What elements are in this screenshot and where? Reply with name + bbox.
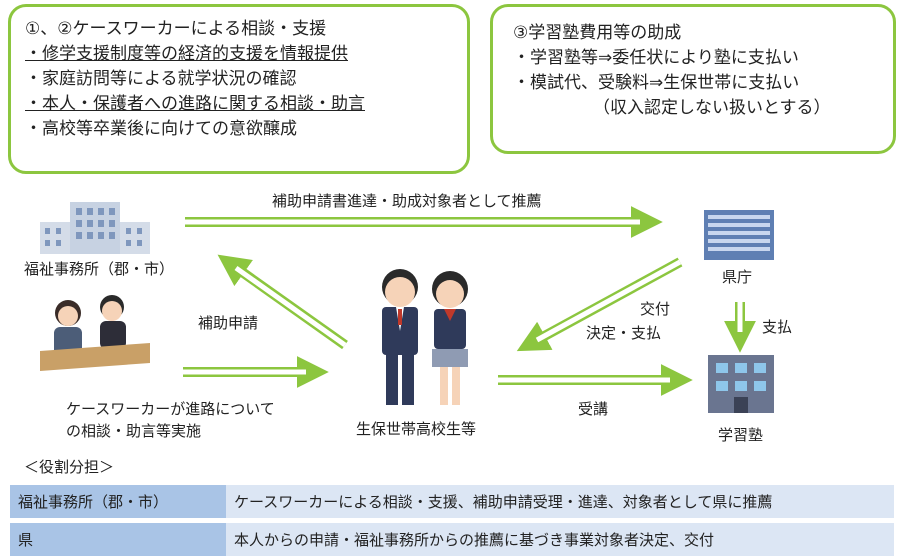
prefecture-label: 県庁 [722, 268, 753, 286]
box1-item-1: ・修学支援制度等の経済的支援を情報提供 [25, 44, 348, 64]
attend-label: 受講 [578, 400, 609, 418]
cram-school-label: 学習塾 [718, 426, 764, 444]
roles-table: 福祉事務所（郡・市） ケースワーカーによる相談・支援、補助申請受理・進達、対象者… [10, 482, 894, 559]
consult-label: ケースワーカーが進路についての相談・助言等実施 [66, 400, 275, 440]
roles-row: 福祉事務所（郡・市） ケースワーカーによる相談・支援、補助申請受理・進達、対象者… [10, 485, 894, 518]
welfare-office-building-icon [40, 202, 150, 254]
roles-what: ケースワーカーによる相談・支援、補助申請受理・進達、対象者として県に推薦 [226, 485, 894, 518]
cram-school-building-icon [708, 355, 774, 413]
roles-what: 本人からの申請・福祉事務所からの推薦に基づき事業対象者決定、交付 [226, 521, 894, 556]
grant-label-2: 決定・支払 [586, 324, 662, 342]
box2-item-2: ・模試代、受験料⇒生保世帯に支払い [513, 73, 800, 93]
box1-item-3: ・本人・保護者への進路に関する相談・助言 [25, 94, 365, 114]
box1-item-4: ・高校等卒業後に向けての意欲醸成 [25, 119, 297, 139]
box2-note: （収入認定しない扱いとする） [593, 98, 831, 118]
box1-heading: ①、②ケースワーカーによる相談・支援 [25, 19, 327, 39]
roles-row: 県 本人からの申請・福祉事務所からの推薦に基づき事業対象者決定、交付 [10, 521, 894, 556]
box1-item-2: ・家庭訪問等による就学状況の確認 [25, 69, 297, 89]
consultation-icon [40, 295, 150, 371]
grant-label-1: 交付 [640, 300, 671, 318]
caseworker-support-box: ①、②ケースワーカーによる相談・支援 ・修学支援制度等の経済的支援を情報提供 ・… [8, 4, 470, 174]
recommend-label: 補助申請書進達・助成対象者として推薦 [272, 192, 542, 210]
box2-item-1: ・学習塾等⇒委任状により塾に支払い [513, 48, 799, 68]
flow-arrows [183, 205, 757, 397]
student-label: 生保世帯高校生等 [356, 420, 477, 438]
cram-subsidy-box: ③学習塾費用等の助成 ・学習塾等⇒委任状により塾に支払い ・模試代、受験料⇒生保… [490, 4, 896, 154]
roles-who: 県 [10, 521, 226, 556]
apply-label: 補助申請 [198, 314, 259, 332]
box2-heading: ③学習塾費用等の助成 [513, 23, 682, 43]
welfare-office-label: 福祉事務所（郡・市） [24, 260, 175, 278]
pay-label: 支払 [762, 318, 793, 336]
roles-who: 福祉事務所（郡・市） [10, 485, 226, 518]
roles-title: ＜役割分担＞ [24, 458, 115, 476]
students-icon [382, 269, 468, 405]
prefecture-building-icon [704, 210, 774, 260]
